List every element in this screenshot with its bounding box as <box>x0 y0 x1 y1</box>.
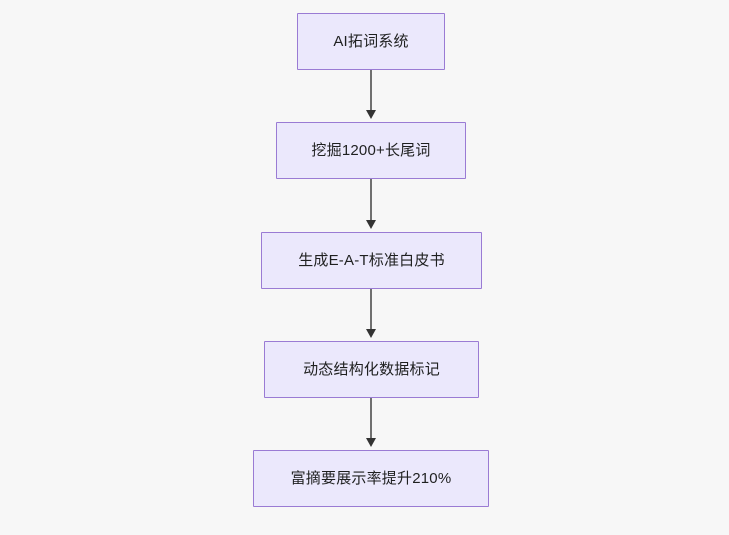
arrowhead-n1-n2 <box>366 110 376 119</box>
edge-n2-n3 <box>370 179 372 223</box>
flowchart-node-rich-snippet-impression-lift[interactable]: 富摘要展示率提升210% <box>253 450 489 507</box>
node-label: 生成E-A-T标准白皮书 <box>298 251 445 269</box>
arrowhead-n3-n4 <box>366 329 376 338</box>
node-label: 富摘要展示率提升210% <box>290 469 452 487</box>
node-label: 挖掘1200+长尾词 <box>311 141 431 159</box>
flowchart-node-mine-longtail-keywords[interactable]: 挖掘1200+长尾词 <box>276 122 466 179</box>
arrowhead-n2-n3 <box>366 220 376 229</box>
node-label: 动态结构化数据标记 <box>303 360 440 378</box>
flowchart-node-dynamic-structured-data-markup[interactable]: 动态结构化数据标记 <box>264 341 479 398</box>
flowchart-node-generate-eat-whitepaper[interactable]: 生成E-A-T标准白皮书 <box>261 232 482 289</box>
arrowhead-n4-n5 <box>366 438 376 447</box>
flowchart-node-ai-keyword-system[interactable]: AI拓词系统 <box>297 13 445 70</box>
edge-n1-n2 <box>370 70 372 113</box>
edge-n4-n5 <box>370 398 372 441</box>
node-label: AI拓词系统 <box>333 32 409 50</box>
edge-n3-n4 <box>370 289 372 332</box>
